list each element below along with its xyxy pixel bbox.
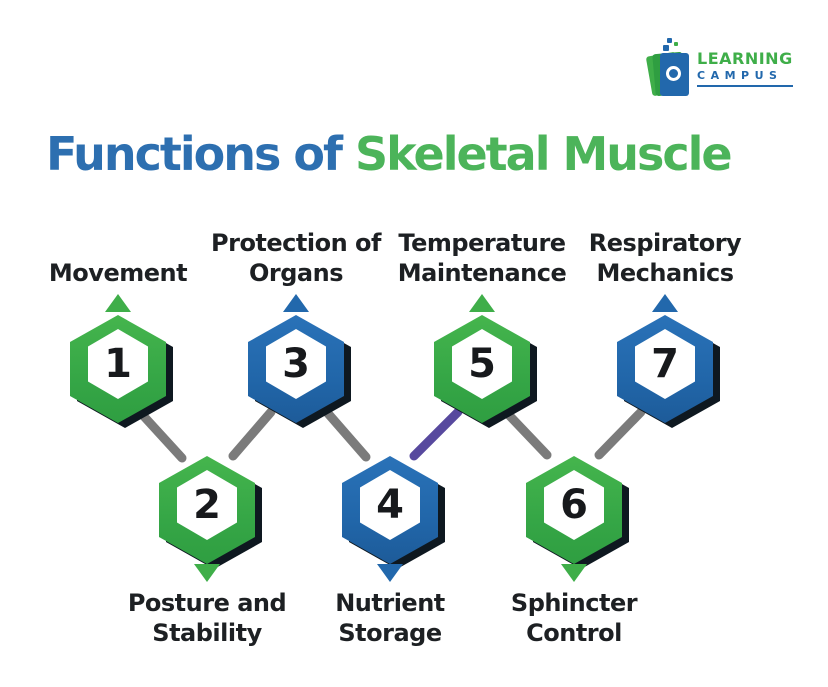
node-respiratory-mechanics: Respiratory Mechanics 7 <box>589 229 742 428</box>
label-line: Storage <box>338 619 442 647</box>
node-sphincter-control: 6 Sphincter Control <box>511 456 638 647</box>
label-line: Posture and <box>127 589 287 617</box>
triangle-down-icon <box>194 564 220 582</box>
connector-6-7 <box>594 407 646 460</box>
label-line: Maintenance <box>397 259 567 287</box>
page-title: Functions of Skeletal Muscle <box>46 127 733 181</box>
logo-wordmark-campus: CAMPUS <box>697 69 783 82</box>
learning-campus-logo: LEARNING CAMPUS <box>645 36 795 100</box>
node-number: 6 <box>560 482 588 528</box>
connector-4-5 <box>409 407 463 461</box>
node-temperature-maintenance: Temperature Maintenance 5 <box>398 229 567 428</box>
node-number: 3 <box>282 341 310 387</box>
logo-dot-icon <box>663 45 669 51</box>
label-line: Respiratory <box>588 229 742 257</box>
node-label: Nutrient Storage <box>250 588 530 648</box>
logo-underline <box>697 85 793 87</box>
book-emblem-icon <box>666 66 681 81</box>
label-line: Mechanics <box>596 259 735 287</box>
triangle-up-icon <box>283 294 309 312</box>
node-number: 7 <box>651 341 679 387</box>
triangle-up-icon <box>105 294 131 312</box>
triangle-down-icon <box>561 564 587 582</box>
node-number: 2 <box>193 482 221 528</box>
title-part-blue: Functions of <box>46 127 356 181</box>
label-line: Control <box>526 619 622 647</box>
node-number: 5 <box>468 341 496 387</box>
node-label: Posture and Stability <box>67 588 347 648</box>
triangle-down-icon <box>377 564 403 582</box>
node-protection-organs: Protection of Organs 3 <box>211 229 381 428</box>
label-line: Temperature <box>398 229 566 257</box>
connector-1-2 <box>134 406 187 463</box>
triangle-up-icon <box>469 294 495 312</box>
connector-2-3 <box>228 407 276 461</box>
node-label: Respiratory Mechanics <box>525 228 805 288</box>
connector-3-4 <box>320 405 371 462</box>
connector-5-6 <box>501 407 552 460</box>
title-part-green: Skeletal Muscle <box>355 127 733 181</box>
node-number: 1 <box>104 341 132 387</box>
label-line: Movement <box>48 259 188 287</box>
label-line: Organs <box>249 259 343 287</box>
logo-wordmark-learning: LEARNING <box>697 49 793 68</box>
node-label: Sphincter Control <box>434 588 714 648</box>
triangle-up-icon <box>652 294 678 312</box>
label-line: Nutrient <box>335 589 445 617</box>
stacked-books-icon <box>645 36 697 100</box>
node-label: Protection of Organs <box>156 228 436 288</box>
node-number: 4 <box>376 482 404 528</box>
node-movement: Movement 1 <box>49 259 188 428</box>
logo-dot-icon <box>667 38 672 43</box>
label-line: Sphincter <box>510 589 638 617</box>
label-line: Protection of <box>211 229 381 257</box>
logo-text: LEARNING CAMPUS <box>697 36 793 100</box>
node-posture-stability: 2 Posture and Stability <box>128 456 287 647</box>
label-line: Stability <box>152 619 262 647</box>
logo-dot-icon <box>674 42 678 46</box>
node-label: Temperature Maintenance <box>342 228 622 288</box>
node-label: Movement <box>0 258 258 288</box>
node-nutrient-storage: 4 Nutrient Storage <box>335 456 445 647</box>
